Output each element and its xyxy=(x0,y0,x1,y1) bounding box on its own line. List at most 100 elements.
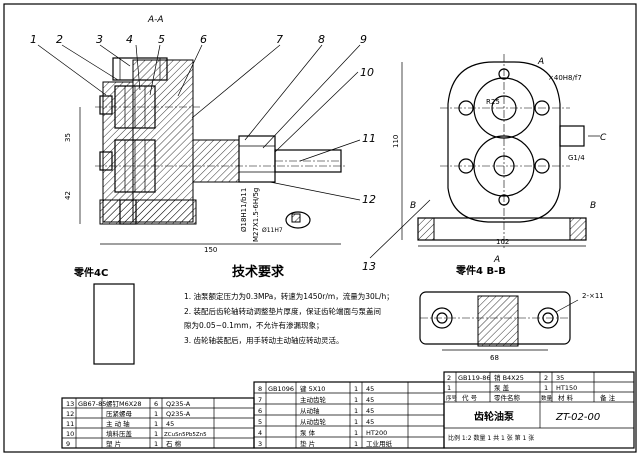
dim-r25: R25 xyxy=(486,98,500,106)
bom-l-std: GB67-85 xyxy=(78,400,106,408)
bom-h-code: 代 号 xyxy=(462,393,478,402)
bom-l-mat: 石 棉 xyxy=(166,439,182,448)
bom-l-mat: Q235-A xyxy=(166,400,191,408)
bom-m-no: 5 xyxy=(258,418,262,426)
sheet-border xyxy=(3,3,637,453)
dim-2-d11: 2-×11 xyxy=(582,292,604,300)
bom-l-name: 螺钉M6X28 xyxy=(106,399,141,408)
side-view: A 102 110 ×40H8/f7 R25 G1/4 C B B A xyxy=(392,54,607,265)
bom-h-qty: 数量 xyxy=(541,394,553,402)
bom-l-no: 9 xyxy=(66,440,70,448)
part-4c-view: 零件4C xyxy=(73,266,135,365)
tech-line-4: 3. 齿轮轴装配后，用手转动主动轴应转动灵活。 xyxy=(184,335,344,345)
bom-l-qty: 1 xyxy=(154,430,158,438)
balloon-leaders xyxy=(37,44,431,259)
bom-m-name: 从动齿轮 xyxy=(300,417,327,426)
dim-bore: Ø11H7 xyxy=(262,227,283,234)
balloon-9: 9 xyxy=(360,33,367,46)
balloon-7: 7 xyxy=(276,33,283,46)
bom-m-mat: 45 xyxy=(366,407,374,415)
tech-requirements: 技术要求 1. 油泵额定压力为0.3MPa，转速为1450r/m，流量为30L/… xyxy=(184,264,394,345)
balloon-1: 1 xyxy=(30,33,37,46)
bom-r-no: 2 xyxy=(447,374,451,382)
arrow-c: C xyxy=(600,133,607,143)
bom-m-name: 键 5X10 xyxy=(300,384,325,393)
tech-line-3: 隙为0.05~0.1mm，不允许有渗漏现象； xyxy=(184,320,324,330)
bom-m-mat: 工业用纸 xyxy=(366,439,393,448)
dim-42: 42 xyxy=(64,191,72,200)
dim-thread: M27X1.5-6H/5g xyxy=(252,188,260,242)
dim-150: 150 xyxy=(204,246,217,254)
bom-l-name: 塑 片 xyxy=(106,439,121,448)
bom-l-name: 主 动 轴 xyxy=(106,419,130,428)
balloon-labels: 1 2 3 4 5 6 7 8 9 10 11 12 13 xyxy=(30,33,376,273)
bom-m-name: 垫 片 xyxy=(300,439,315,448)
bom-m-mat: 45 xyxy=(366,418,374,426)
bom-m-mat: HT200 xyxy=(366,429,387,437)
bom-l-no: 13 xyxy=(66,400,74,408)
bom-l-no: 10 xyxy=(66,430,74,438)
dim-68: 68 xyxy=(490,354,499,362)
balloon-3: 3 xyxy=(96,33,103,46)
bom-l-qty: 1 xyxy=(154,440,158,448)
bom-m-no: 4 xyxy=(258,429,262,437)
bom-h-remark: 备 注 xyxy=(600,393,616,402)
tech-line-2: 2. 装配后齿轮轴转动调整垫片厚度，保证齿轮端面与泵盖间 xyxy=(184,306,381,316)
bom-l-name: 压紧螺母 xyxy=(106,409,133,418)
bom-m-qty: 1 xyxy=(354,396,358,404)
view-a-bottom: A xyxy=(493,255,500,265)
bom-h-name: 零件名称 xyxy=(494,393,521,402)
bom-m-no: 8 xyxy=(258,385,262,393)
bom-r-mat: HT150 xyxy=(556,384,577,392)
balloon-8: 8 xyxy=(318,33,325,46)
bom-m-qty: 1 xyxy=(354,385,358,393)
bom-l-name: 填料压盖 xyxy=(106,429,133,438)
main-dimensions: 35 42 150 M27X1.5-6H/5g Ø18H11/b11 xyxy=(64,107,341,254)
bom-m-no: 6 xyxy=(258,407,262,415)
bom-title-name: 齿轮油泵 xyxy=(474,410,515,423)
bom-m-mat: 45 xyxy=(366,396,374,404)
bom-table xyxy=(61,371,635,449)
note-b-right: B xyxy=(590,201,596,211)
bom-l-qty: 1 xyxy=(154,410,158,418)
tech-line-1: 1. 油泵额定压力为0.3MPa，转速为1450r/m，流量为30L/h； xyxy=(184,291,394,301)
balloon-6: 6 xyxy=(200,33,207,46)
bom-l-qty: 1 xyxy=(154,420,158,428)
balloon-12: 12 xyxy=(362,193,376,206)
dim-d18: Ø18H11/b11 xyxy=(240,188,248,232)
bom-r-qty: 1 xyxy=(544,384,548,392)
bom-l-mat: ZCuSn5Pb5Zn5 xyxy=(164,432,207,438)
bom-m-mat: 45 xyxy=(366,385,374,393)
bom-l-mat: Q235-A xyxy=(166,410,191,418)
bom-m-name: 从动轴 xyxy=(300,406,320,415)
bom-m-qty: 1 xyxy=(354,407,358,415)
bom-m-qty: 1 xyxy=(354,418,358,426)
bom-m-std: GB1096 xyxy=(268,385,294,393)
dim-110: 110 xyxy=(392,135,400,148)
bom-m-name: 主动齿轮 xyxy=(300,395,327,404)
bom-m-name: 泵 体 xyxy=(300,428,316,437)
bom-l-qty: 6 xyxy=(154,400,158,408)
bom-m-qty: 1 xyxy=(354,440,358,448)
bom-r-mat: 35 xyxy=(556,374,564,382)
bom-l-no: 12 xyxy=(66,410,74,418)
bom-r-qty: 2 xyxy=(544,374,548,382)
bom-r-no: 1 xyxy=(447,384,451,392)
bom-drawing-no: ZT-02-00 xyxy=(555,412,600,423)
bom-m-qty: 1 xyxy=(354,429,358,437)
bom-h-no: 序号 xyxy=(446,394,458,402)
balloon-4: 4 xyxy=(126,33,133,46)
bom-m-no: 7 xyxy=(258,396,262,404)
dim-g14: G1/4 xyxy=(568,154,585,162)
balloon-11: 11 xyxy=(362,132,376,145)
balloon-5: 5 xyxy=(158,33,165,46)
bom-h-mat: 材 料 xyxy=(558,393,574,402)
part4bb-title: 零件4 B-B xyxy=(455,264,506,277)
section-label: A-A xyxy=(147,15,164,25)
dim-102: 102 xyxy=(496,238,509,246)
balloon-2: 2 xyxy=(56,33,63,46)
balloon-10: 10 xyxy=(360,66,374,79)
view-a-label: A xyxy=(537,57,544,67)
bom-m-no: 3 xyxy=(258,440,262,448)
